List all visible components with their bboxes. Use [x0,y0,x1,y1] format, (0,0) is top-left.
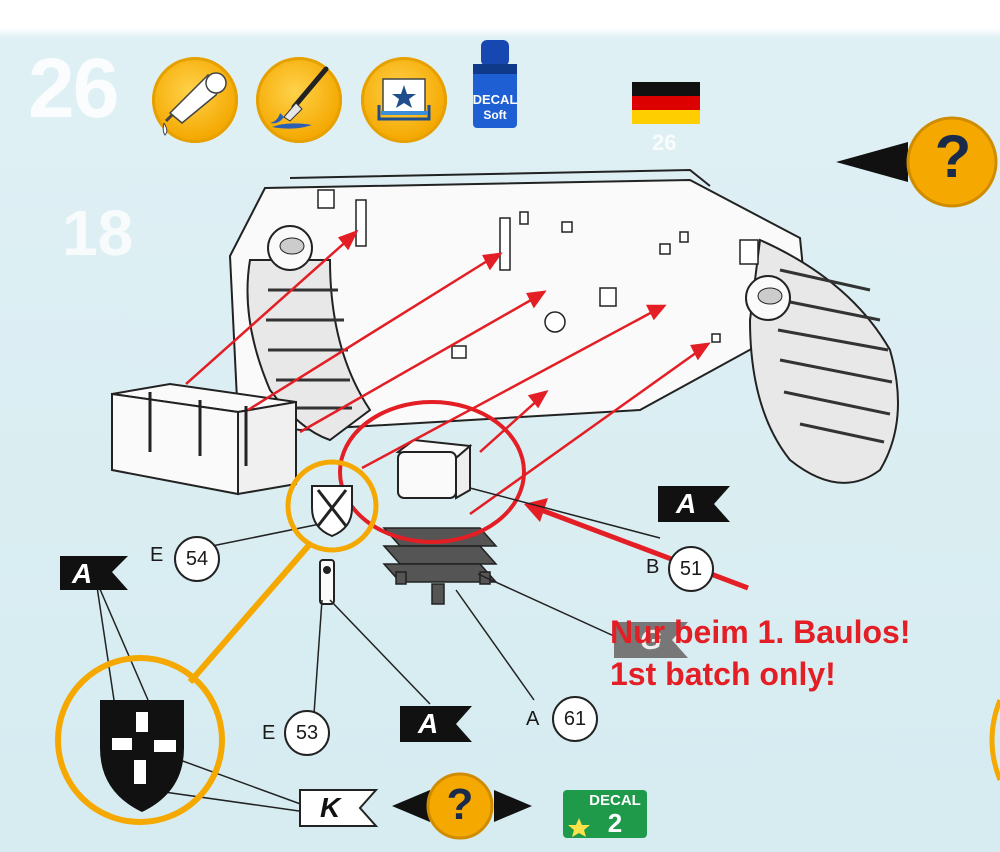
paint-brush-icon [256,57,342,143]
step-number: 26 [28,41,119,135]
leader-lines [95,487,661,813]
decal-soft-bottle-icon: DECAL Soft [469,40,521,130]
part-e54-number: 54 [174,536,220,582]
flag-g-letter: G [640,624,662,655]
hook-part-e53 [319,559,335,605]
decal-soft-sublabel: Soft [483,108,507,122]
highlight-ellipse [338,400,526,544]
flag-g [614,622,688,658]
assembly-arrows [185,229,711,516]
part-b51-sprue: B [646,556,660,578]
flag-a-right [658,486,730,522]
hull-mount-slots [317,189,759,359]
right-track [745,238,899,484]
help-reference-top: ? [836,116,1000,221]
part-e54-sprue: E [150,544,164,566]
help-reference-bottom [392,772,532,840]
flag-a-left-letter: A [72,558,93,589]
decal-sheet-number: 2 [607,808,623,838]
decal-soft-label: DECAL [472,92,518,107]
part-b51-number: 51 [668,546,714,592]
part-e53-number: 53 [284,710,330,756]
glue-bottle-icon [152,57,238,143]
flag-a-right-letter: A [676,488,697,519]
decal-water-icon [361,57,447,143]
box-part-b51 [395,438,473,500]
part-a61-sprue: A [526,708,540,730]
flag-k-letter: K [320,792,341,823]
left-track [246,225,372,442]
substep-number: 18 [62,197,134,269]
decal-sheet-badge: DECAL 2 [563,790,647,838]
part-e53-sprue: E [262,722,276,744]
batch-note-german: Nur beim 1. Baulos! [610,614,911,650]
flag-caption-number: 26 [652,130,677,155]
part-a61-number: 61 [552,696,598,742]
decal-sheet-label: DECAL [589,792,641,809]
edge-callout-fragment [989,699,1000,781]
shield-emblem-large [100,700,184,812]
flag-a-left [60,556,128,590]
batch-note-english: 1st batch only! [610,656,836,692]
flag-a-bottom [400,706,472,742]
shield-emblem-small [311,485,353,538]
question-icon-bottom: ? [446,780,474,829]
hull-rear-plate [228,178,810,432]
decal-callouts [55,459,379,825]
question-icon: ? [934,123,972,190]
flag-k [299,789,379,827]
german-flag-icon [632,82,700,124]
flag-a-bottom-letter: A [418,708,439,739]
toolbox-part [111,382,297,496]
